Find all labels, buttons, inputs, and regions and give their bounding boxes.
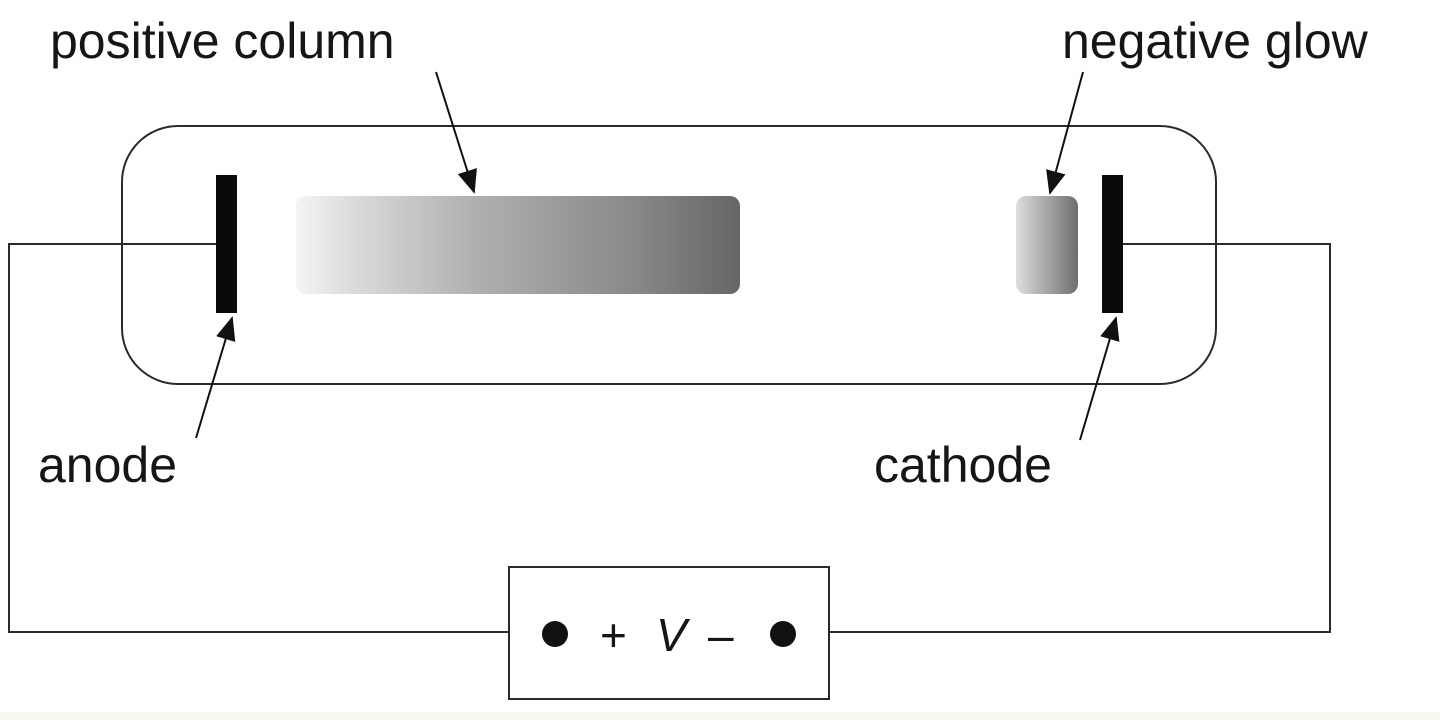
positive-terminal [542,621,568,647]
voltage-supply: + V – [508,566,830,700]
wire-right [830,243,1331,633]
positive-column-glow [296,196,740,294]
arrow-positive-column [435,71,477,194]
positive-column-label: positive column [50,13,395,69]
arrow-negative-glow [1046,71,1084,195]
cathode-label: cathode [874,437,1052,493]
anode-label: anode [38,437,178,493]
voltage-symbol: V [656,609,687,661]
page-bottom-strip [0,712,1440,720]
cathode-electrode [1102,175,1123,313]
negative-terminal [770,621,796,647]
plus-sign: + [600,609,627,661]
wire-left [8,243,508,633]
negative-glow-region [1016,196,1078,294]
negative-glow-label: negative glow [1062,13,1368,69]
minus-sign: – [708,609,734,661]
arrow-cathode [1079,316,1120,441]
anode-electrode [216,175,237,313]
glass-tube [121,125,1217,385]
arrow-anode [195,316,236,439]
